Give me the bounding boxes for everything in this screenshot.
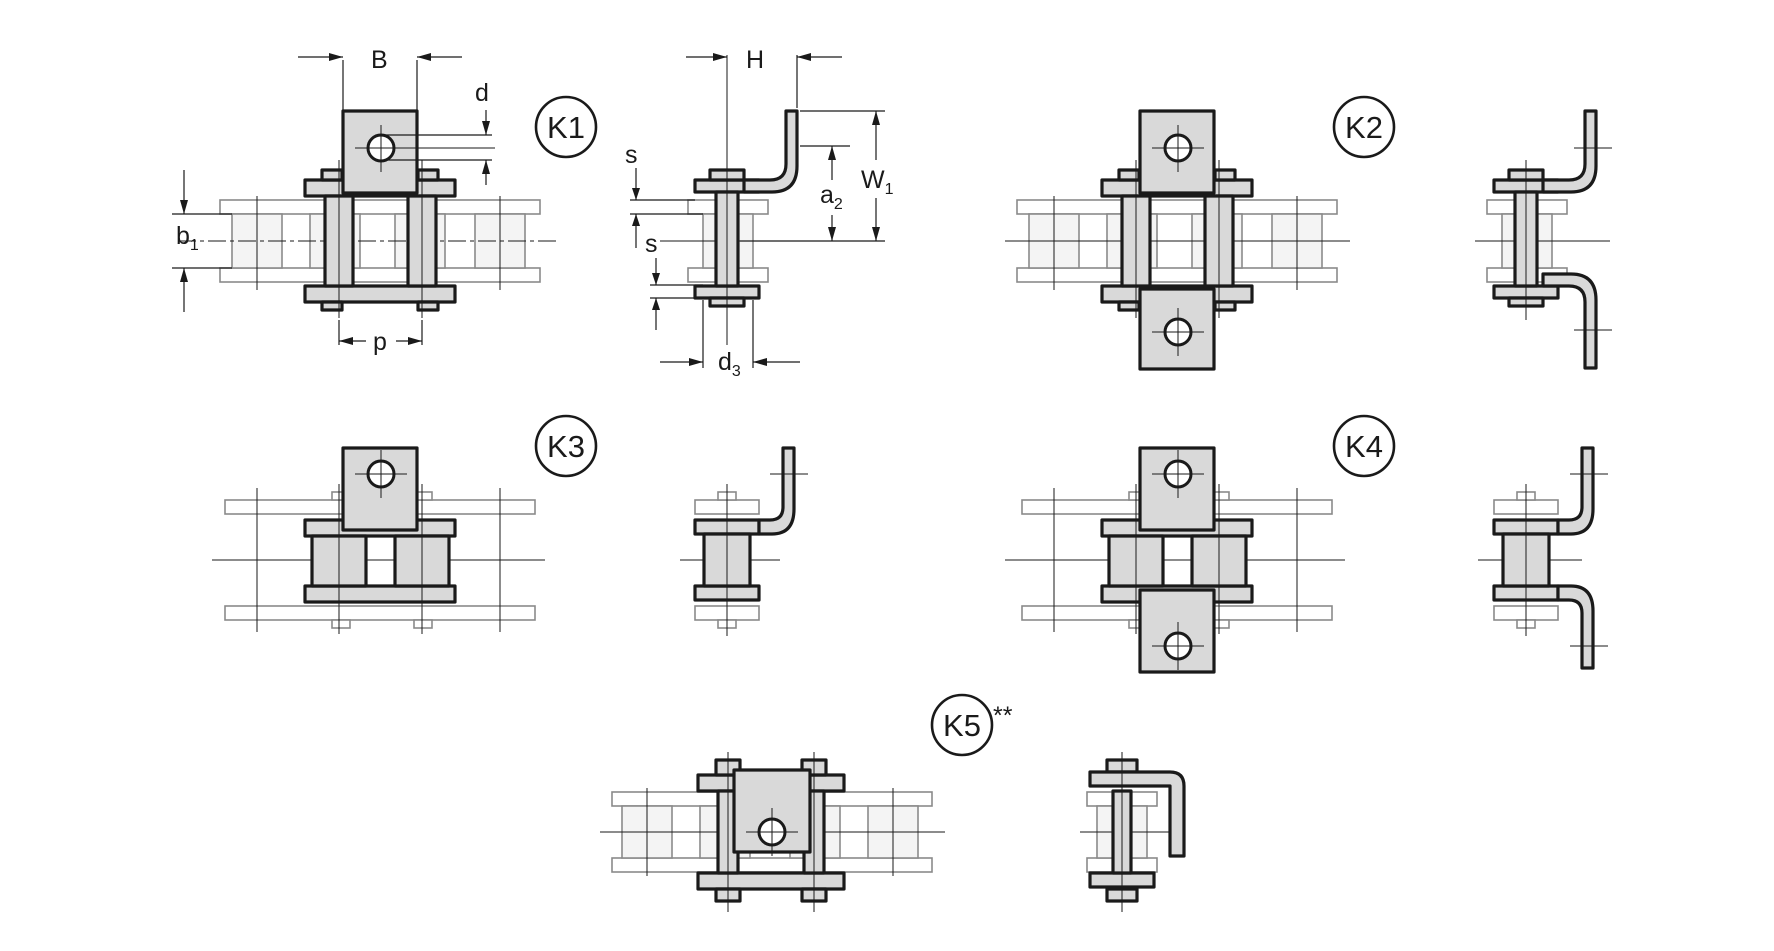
label-k3: K3 — [547, 429, 585, 464]
dim-a2: a2 — [820, 181, 843, 213]
k4-front-view: K4 — [1005, 414, 1396, 674]
k2-side-view — [1475, 109, 1612, 370]
label-k5: K5 — [943, 708, 981, 743]
dim-d: d — [475, 79, 489, 107]
k4-side-view — [1478, 446, 1608, 670]
dim-s-top: s — [625, 141, 638, 169]
k2-front-view: K2 — [1005, 95, 1396, 371]
k3-front-view: K3 — [212, 414, 598, 634]
k5-front-view: K5 ** — [600, 693, 1013, 912]
k3-side-view — [680, 446, 808, 636]
k5-side-view — [1080, 752, 1186, 912]
dim-p: p — [373, 328, 387, 356]
dim-b1: b1 — [176, 222, 199, 254]
label-k2: K2 — [1345, 110, 1383, 145]
dim-d3: d3 — [718, 348, 741, 380]
k1-front-view: B d b1 p K1 — [172, 46, 598, 356]
label-k4: K4 — [1345, 429, 1383, 464]
label-k1: K1 — [547, 110, 585, 145]
dim-B: B — [371, 46, 388, 74]
dim-s-bottom: s — [645, 230, 658, 258]
dim-H: H — [746, 46, 764, 74]
label-k5-footnote-mark: ** — [993, 702, 1013, 730]
k1-side-view: H W1 a2 s s — [625, 46, 894, 380]
dim-W1: W1 — [861, 166, 894, 198]
